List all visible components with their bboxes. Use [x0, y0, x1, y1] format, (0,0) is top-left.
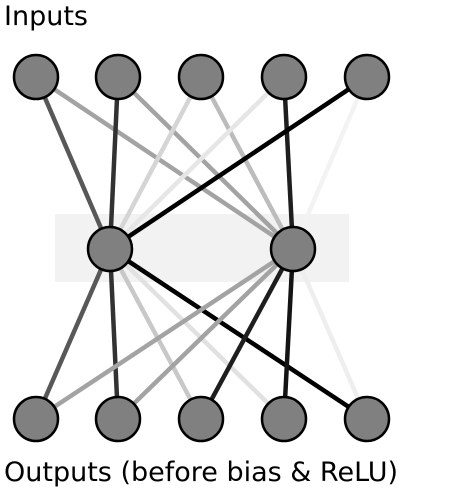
edge-input-hidden-0-0	[33, 76, 113, 250]
input-node-0	[12, 53, 60, 101]
output-node-4	[343, 395, 391, 443]
edge-input-hidden-4-1	[290, 76, 370, 250]
outputs-label: Outputs (before bias & ReLU)	[4, 457, 399, 488]
edge-hidden-output-1-0	[34, 247, 295, 421]
output-node-1	[94, 395, 142, 443]
output-node-2	[177, 395, 225, 443]
edge-hidden-output-1-4	[290, 248, 370, 420]
edge-input-hidden-2-0	[108, 75, 203, 251]
edge-hidden-output-0-3	[108, 247, 286, 421]
edge-input-hidden-4-0	[108, 75, 369, 251]
edge-hidden-output-0-1	[107, 248, 121, 420]
edge-input-hidden-3-0	[108, 75, 286, 251]
edge-input-hidden-3-1	[281, 76, 296, 250]
output-node-3	[260, 395, 308, 443]
edges-layer	[33, 75, 370, 421]
input-node-4	[343, 53, 391, 101]
input-node-2	[177, 53, 225, 101]
inputs-label: Inputs	[4, 1, 88, 32]
edge-hidden-output-0-4	[108, 247, 369, 421]
edge-input-hidden-2-1	[199, 75, 295, 251]
hidden-node-1	[269, 225, 317, 273]
edge-hidden-output-0-2	[108, 247, 203, 421]
edge-hidden-output-1-3	[281, 248, 296, 420]
edge-input-hidden-1-0	[107, 76, 121, 250]
input-node-3	[260, 53, 308, 101]
edge-hidden-output-0-0	[33, 248, 113, 420]
edge-input-hidden-0-1	[34, 75, 295, 251]
output-node-0	[12, 395, 60, 443]
hidden-node-0	[86, 225, 134, 273]
edge-input-hidden-1-1	[116, 75, 295, 251]
edge-hidden-output-1-1	[116, 247, 295, 421]
nodes-layer	[12, 53, 391, 443]
edge-hidden-output-1-2	[199, 247, 295, 421]
input-node-1	[94, 53, 142, 101]
